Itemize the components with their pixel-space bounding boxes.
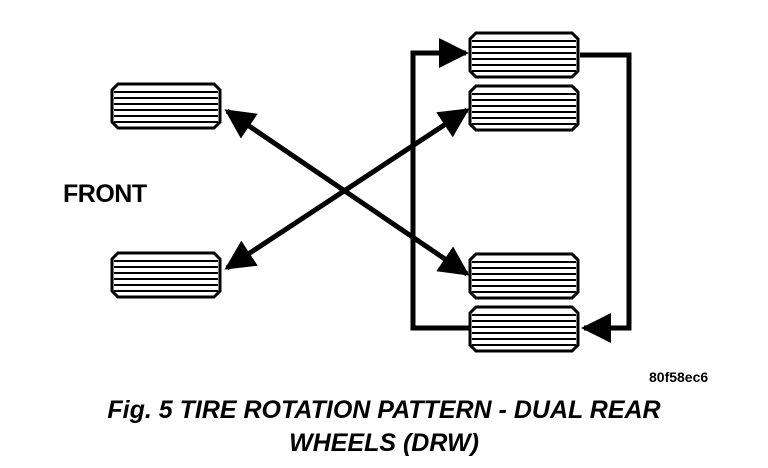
tire-icon-front-left: [110, 82, 222, 130]
figure-code: 80f58ec6: [649, 369, 709, 385]
arrow-icon-left-bracket: [410, 38, 470, 331]
tire-icon-front-right: [110, 251, 222, 299]
arrow-icon-right-bracket: [580, 52, 632, 343]
tire-icon-rear-left-outer: [468, 31, 580, 79]
front-label: FRONT: [63, 180, 147, 208]
caption-line-1: Fig. 5 TIRE ROTATION PATTERN - DUAL REAR: [107, 396, 661, 424]
caption-line-2: WHEELS (DRW): [289, 429, 479, 457]
figure-caption: Fig. 5 TIRE ROTATION PATTERN - DUAL REAR…: [0, 394, 768, 460]
tire-icon-rear-right-outer: [468, 305, 580, 353]
tire-icon-rear-right-inner: [468, 252, 580, 300]
arrow-icon-cross-2: [224, 107, 470, 271]
tire-icon-rear-left-inner: [468, 84, 580, 132]
